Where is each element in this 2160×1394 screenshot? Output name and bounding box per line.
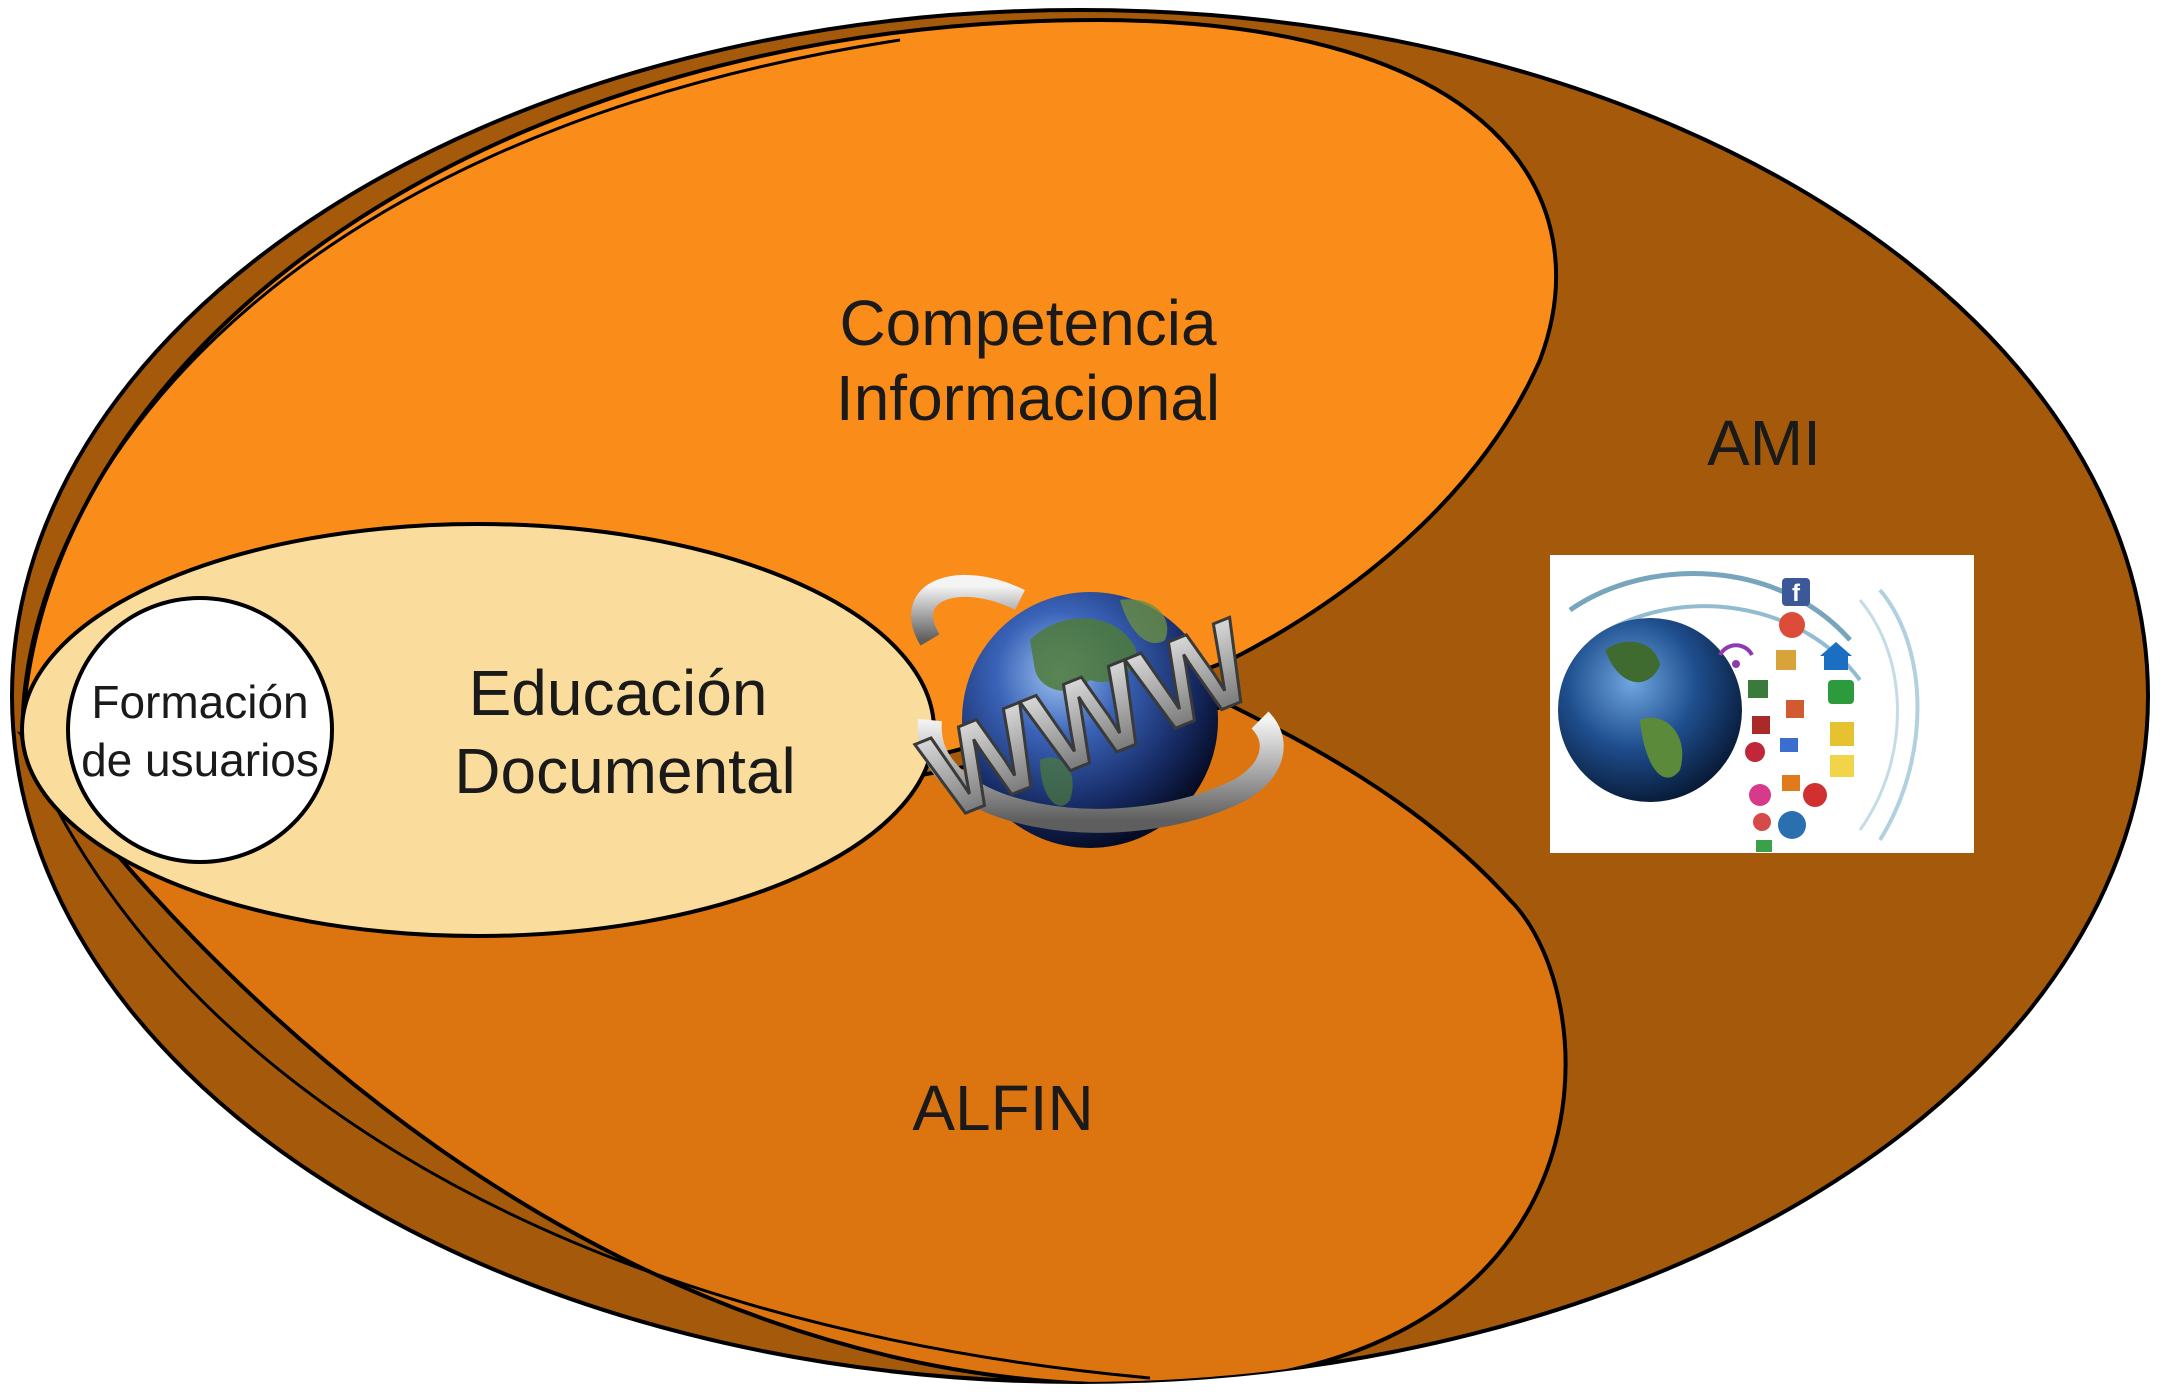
home-icon — [1820, 642, 1852, 670]
informacional-label: Informacional — [836, 362, 1220, 434]
documental-label: Documental — [454, 735, 796, 807]
de-usuarios-label: de usuarios — [81, 734, 319, 786]
alfin-label: ALFIN — [912, 1072, 1093, 1144]
formacion-label: Formación — [91, 676, 308, 728]
formacion-usuarios-region — [66, 596, 334, 864]
social-media-globe-image: f — [1550, 555, 1974, 853]
competencia-label: Competencia — [839, 287, 1217, 359]
phone-icon — [1749, 784, 1771, 806]
youtube-icon — [1828, 680, 1854, 704]
wifi-icon — [1718, 643, 1754, 668]
svg-text:f: f — [1792, 580, 1801, 607]
google-icon — [1779, 612, 1805, 638]
twitter-icon — [1778, 811, 1806, 839]
chat-icon — [1803, 783, 1827, 807]
www-globe-icon: WWW — [904, 575, 1284, 848]
cart-icon — [1780, 738, 1798, 752]
facebook-icon: f — [1782, 578, 1810, 607]
educacion-label: Educación — [469, 657, 768, 729]
ami-label: AMI — [1707, 407, 1821, 479]
